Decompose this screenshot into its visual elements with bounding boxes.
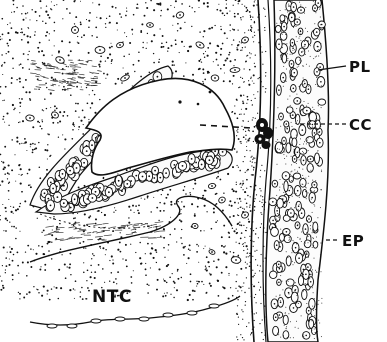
label-cc: CC	[349, 116, 372, 134]
label-ep: EP	[342, 232, 364, 250]
label-ntc: NTC	[92, 287, 132, 307]
cavity-granule	[178, 100, 181, 103]
label-pl: PL	[349, 58, 371, 76]
cavity-granule	[209, 91, 212, 94]
cavity-granule	[197, 103, 200, 106]
